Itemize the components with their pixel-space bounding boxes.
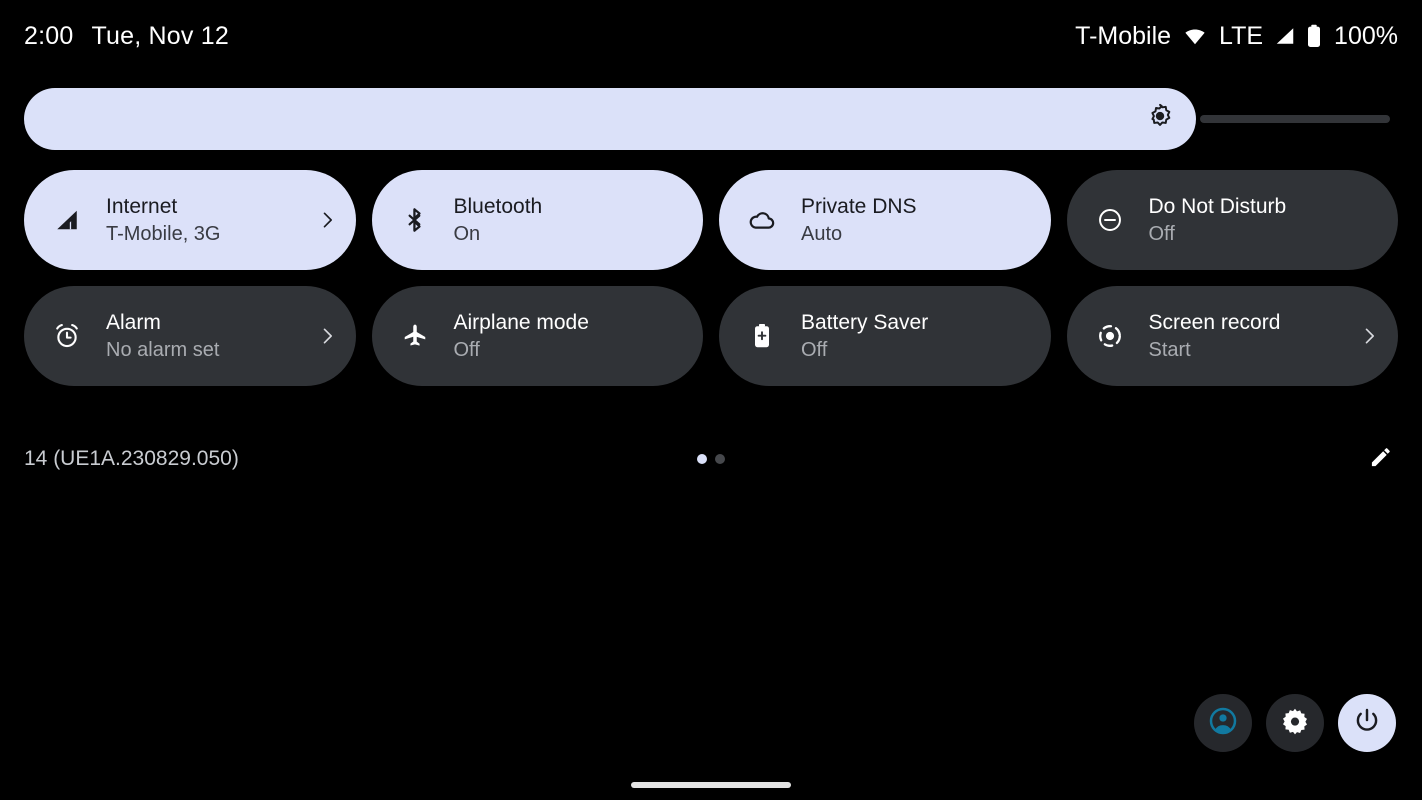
brightness-slider[interactable] [24, 88, 1398, 150]
tile-subtitle: Auto [801, 223, 843, 245]
wifi-icon [1182, 25, 1208, 47]
tile-subtitle: Off [453, 339, 480, 361]
brightness-track[interactable] [1200, 115, 1390, 123]
brightness-icon [1146, 103, 1174, 136]
status-bar-right: T-Mobile LTE 100% [1075, 22, 1398, 51]
tile-bluetooth-text: Bluetooth On [454, 194, 686, 246]
bluetooth-icon [398, 207, 432, 233]
pencil-icon [1368, 444, 1394, 475]
brightness-fill[interactable] [24, 88, 1196, 150]
tile-subtitle: Off [1148, 223, 1175, 245]
tile-title: Alarm [106, 311, 161, 334]
tile-subtitle: Off [801, 339, 828, 361]
tile-airplane-mode[interactable]: Airplane mode Off [371, 286, 703, 386]
quick-settings-tiles: Internet T-Mobile, 3G Bluetooth On [24, 170, 1398, 386]
tile-battery-saver-text: Battery Saver Off [801, 310, 1033, 362]
tile-title: Screen record [1148, 311, 1281, 334]
tile-title: Private DNS [801, 195, 917, 218]
home-gesture-pill[interactable] [631, 782, 791, 788]
tile-screen-record-text: Screen record Start [1149, 310, 1359, 362]
power-button[interactable] [1338, 694, 1396, 752]
status-network-type: LTE [1219, 21, 1264, 50]
tile-alarm-text: Alarm No alarm set [106, 310, 316, 362]
gear-icon [1281, 707, 1309, 740]
alarm-clock-icon [50, 322, 84, 350]
page-dot-1[interactable] [697, 454, 707, 464]
tile-do-not-disturb[interactable]: Do Not Disturb Off [1066, 170, 1398, 270]
tile-title: Internet [106, 195, 178, 218]
tile-private-dns-text: Private DNS Auto [801, 194, 1033, 246]
tile-private-dns[interactable]: Private DNS Auto [719, 170, 1051, 270]
chevron-right-icon[interactable] [1358, 326, 1380, 346]
tile-alarm[interactable]: Alarm No alarm set [24, 286, 356, 386]
bottom-action-bar [1194, 694, 1396, 752]
chevron-right-icon[interactable] [316, 326, 338, 346]
tile-battery-saver[interactable]: Battery Saver Off [719, 286, 1051, 386]
chevron-right-icon[interactable] [316, 210, 338, 230]
cloud-icon [745, 206, 779, 234]
tile-title: Airplane mode [453, 311, 589, 334]
airplane-icon [398, 322, 432, 350]
signal-icon [1274, 25, 1296, 47]
tile-internet-text: Internet T-Mobile, 3G [106, 194, 316, 246]
status-bar-left: 2:00 Tue, Nov 12 [24, 22, 229, 51]
tile-bluetooth[interactable]: Bluetooth On [371, 170, 703, 270]
page-indicator[interactable] [697, 454, 725, 464]
tile-title: Battery Saver [801, 311, 929, 334]
tile-subtitle: Start [1148, 339, 1191, 361]
battery-saver-icon [745, 323, 779, 349]
tile-airplane-mode-text: Airplane mode Off [454, 310, 686, 362]
tile-subtitle: On [453, 223, 481, 245]
status-date: Tue, Nov 12 [91, 21, 229, 50]
status-carrier-label: T-Mobile [1075, 21, 1172, 50]
do-not-disturb-icon [1093, 207, 1127, 233]
power-icon [1353, 707, 1381, 740]
status-battery-percent: 100% [1334, 21, 1398, 50]
page-dot-2[interactable] [715, 454, 725, 464]
account-circle-icon [1208, 706, 1238, 741]
build-label: 14 (UE1A.230829.050) [24, 447, 239, 470]
tile-title: Do Not Disturb [1148, 195, 1287, 218]
settings-button[interactable] [1266, 694, 1324, 752]
tile-do-not-disturb-text: Do Not Disturb Off [1149, 194, 1381, 246]
tile-subtitle: No alarm set [106, 339, 220, 361]
edit-tiles-button[interactable] [1364, 442, 1398, 476]
status-clock: 2:00 [24, 21, 74, 50]
tile-subtitle: T-Mobile, 3G [106, 223, 221, 245]
quick-settings-footer: 14 (UE1A.230829.050) [24, 440, 1398, 478]
tile-title: Bluetooth [453, 195, 543, 218]
battery-icon [1307, 24, 1321, 48]
user-switcher-button[interactable] [1194, 694, 1252, 752]
status-bar: 2:00 Tue, Nov 12 T-Mobile LTE 100% [0, 0, 1422, 72]
tile-internet[interactable]: Internet T-Mobile, 3G [24, 170, 356, 270]
screen-record-icon [1093, 322, 1127, 350]
tile-screen-record[interactable]: Screen record Start [1066, 286, 1398, 386]
signal-cellular-icon [50, 207, 84, 233]
